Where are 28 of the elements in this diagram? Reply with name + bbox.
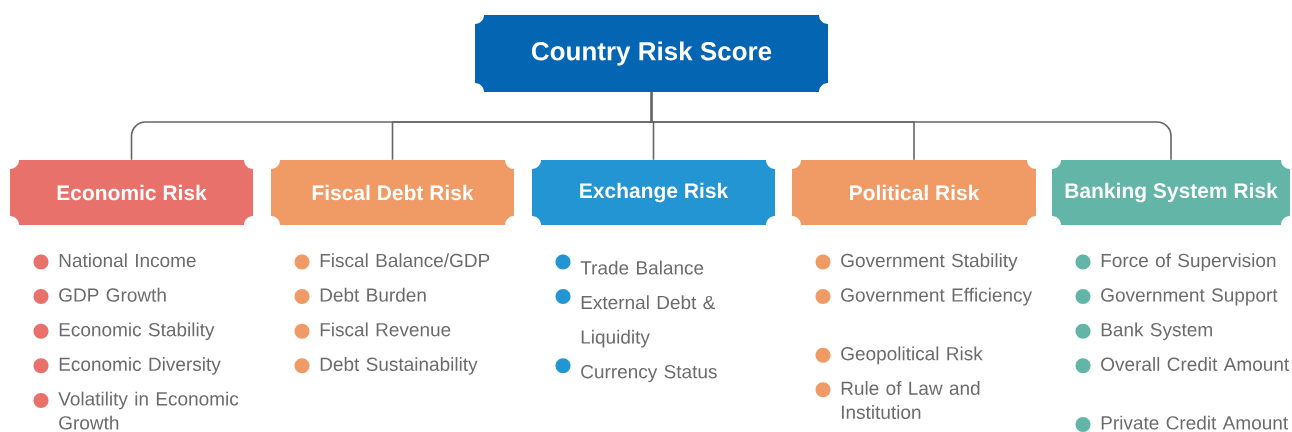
list-item: External Debt & Liquidity	[581, 295, 716, 348]
list-item: Force of Supervision	[1101, 253, 1276, 271]
list-item: Bank System	[1101, 322, 1212, 341]
list-item: Fiscal Balance/GDP	[320, 253, 490, 268]
category-box: Banking System Risk	[1052, 160, 1290, 225]
list-item: Trade Balance	[580, 260, 704, 275]
list-item: Debt Burden	[320, 287, 426, 302]
list-item: National Income	[59, 253, 196, 268]
list-item: Government Support	[1101, 288, 1278, 306]
list-item: Government Stability	[841, 253, 1018, 271]
title-box: Country Risk Score	[475, 15, 828, 92]
list-item: Economic Diversity	[59, 357, 221, 375]
list-item: Government Efficiency	[841, 287, 1032, 306]
connector-line	[650, 91, 1172, 161]
list-item: Rule of Law and Institution	[841, 381, 980, 419]
list-item: Fiscal Revenue	[320, 322, 451, 337]
category-box: Fiscal Debt Risk	[271, 160, 514, 225]
category-box: Political Risk	[792, 160, 1036, 225]
list-item: Volatility in Economic Growth	[58, 391, 239, 430]
list-item: GDP Growth	[59, 287, 166, 302]
list-item: Debt Sustainability	[320, 357, 478, 375]
list-item: Geopolitical Risk	[841, 346, 983, 365]
list-item: Economic Stability	[59, 322, 215, 341]
list-item: Private Credit Amount	[1101, 415, 1288, 430]
list-item: Currency Status	[581, 364, 717, 383]
category-box: Economic Risk	[10, 160, 253, 225]
category-box: Exchange Risk	[532, 160, 775, 225]
list-item: Overall Credit Amount	[1101, 357, 1290, 371]
